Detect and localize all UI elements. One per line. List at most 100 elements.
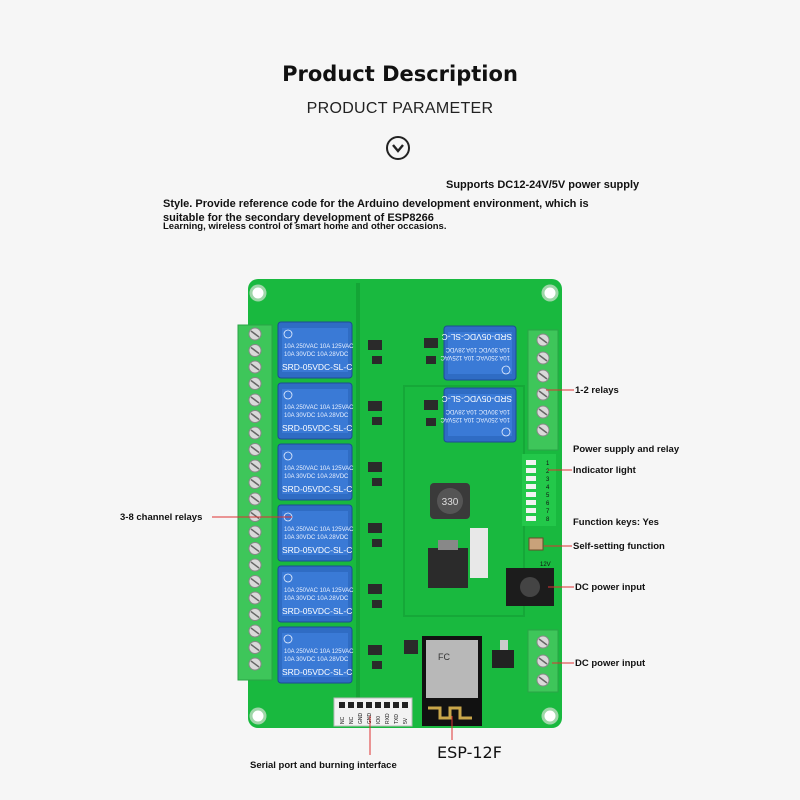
transistor [424,400,438,410]
header-pin [402,702,408,708]
header-pin [384,702,390,708]
relay-face [282,633,348,677]
intro-line-2: Style. Provide reference code for the Ar… [163,198,589,224]
callout-function-keys: Function keys: Yes [573,517,659,528]
screw-slot [250,594,260,602]
indicator-led [526,468,536,473]
screw-slot [538,426,548,434]
screw-slot [250,478,260,487]
relay-logo [283,451,293,461]
screw-slot [250,577,260,586]
header-pin-label: TXD [394,714,400,724]
intro-line-3: Learning, wireless control of smart home… [163,221,447,232]
relay-rating-1: 10A 250VAC 10A 125VAC [284,649,354,655]
screw-slot [538,676,548,684]
relay-face [448,332,512,374]
intro-line-1: Supports DC12-24V/5V power supply [446,179,640,191]
relay-face [282,572,348,616]
indicator-led [526,460,536,465]
diode [372,600,382,608]
relay-rating-2: 10A 30VDC 10A 28VDC [284,657,349,663]
callout-indicator-light: Indicator light [573,465,636,476]
chevron-down-icon[interactable] [386,136,410,160]
relay-rating-1: 10A 250VAC 10A 125VAC [440,416,510,422]
screw-slot [250,412,260,421]
relay-face [282,328,348,372]
page-title: Product Description [282,62,518,86]
relay: 10A 250VAC 10A 125VAC 10A 30VDC 10A 28VDC… [277,626,354,684]
inductor: 330 [430,483,470,519]
callout-dc-power-input-1: DC power input [575,582,646,593]
relay-rating-1: 10A 250VAC 10A 125VAC [284,588,354,594]
led-number: 1 [546,461,550,467]
screw-slot [250,363,260,371]
led-number: 4 [546,485,550,491]
relay-rating-2: 10A 30VDC 10A 28VDC [284,535,349,541]
callout-1-2-relays: 1-2 relays [575,385,619,396]
relays-1-2: 10A 250VAC 10A 125VAC 10A 30VDC 10A 28VDC… [440,325,517,443]
module-mark: FC [438,652,450,662]
relay-logo [501,365,511,375]
diode [426,418,436,426]
relay-model: SRD-05VDC-SL-C [282,423,352,433]
relay-face [282,511,348,555]
diode [372,661,382,669]
screw-slot [250,429,260,437]
indicator-led [526,492,536,497]
diode [372,478,382,486]
header-pin [393,702,399,708]
relay-rating-1: 10A 250VAC 10A 125VAC [284,405,354,411]
screw-slot [250,346,260,355]
transistor [368,584,382,594]
relay-model: SRD-05VDC-SL-C [442,394,512,404]
header-pin-label: NC [340,716,346,724]
header-pin [339,702,345,708]
callout-power-supply-relay: Power supply and relay [573,444,680,455]
inductor-label: 330 [442,497,459,508]
callout-3-8-channel-relays: 3-8 channel relays [120,512,203,523]
screw-slot [538,336,548,344]
screw-slot [250,627,260,635]
relay-face [282,450,348,494]
led-number: 6 [546,501,550,507]
screw-slot [538,638,548,646]
led-number: 2 [546,469,550,475]
relay-model: SRD-05VDC-SL-C [282,545,352,555]
screw-slot [250,445,260,454]
screw-slot [538,372,548,380]
relay: 10A 250VAC 10A 125VAC 10A 30VDC 10A 28VDC… [277,504,354,562]
callout-self-setting: Self-setting function [573,541,665,552]
screw-slot [250,544,260,553]
header-pin-label: NC [349,716,355,724]
indicator-led [526,508,536,513]
relay-rating-2: 10A 30VDC 10A 28VDC [445,346,510,352]
screw-slot [250,643,260,652]
relay-rating-1: 10A 250VAC 10A 125VAC [284,344,354,350]
screw-slot [538,408,548,416]
relay-logo [283,329,293,339]
relay-logo [283,390,293,400]
indicator-led [526,476,536,481]
transistor [368,340,382,350]
diode [372,356,382,364]
screw-slot [250,379,260,388]
relay-rating-1: 10A 250VAC 10A 125VAC [284,527,354,533]
transistor [368,462,382,472]
dc-jack: 12V [506,562,554,606]
left-terminal-block [237,324,273,681]
relay-model: SRD-05VDC-SL-C [282,362,352,372]
screw-slot [538,390,548,398]
led-number: 3 [546,477,550,483]
header-pin-label: GND [358,713,364,725]
relay-face [282,389,348,433]
relay-model: SRD-05VDC-SL-C [442,332,512,342]
relay-logo [283,634,293,644]
screw-slot [538,657,548,665]
screw-slot [250,462,260,470]
relay-model: SRD-05VDC-SL-C [282,606,352,616]
transistor [368,645,382,655]
